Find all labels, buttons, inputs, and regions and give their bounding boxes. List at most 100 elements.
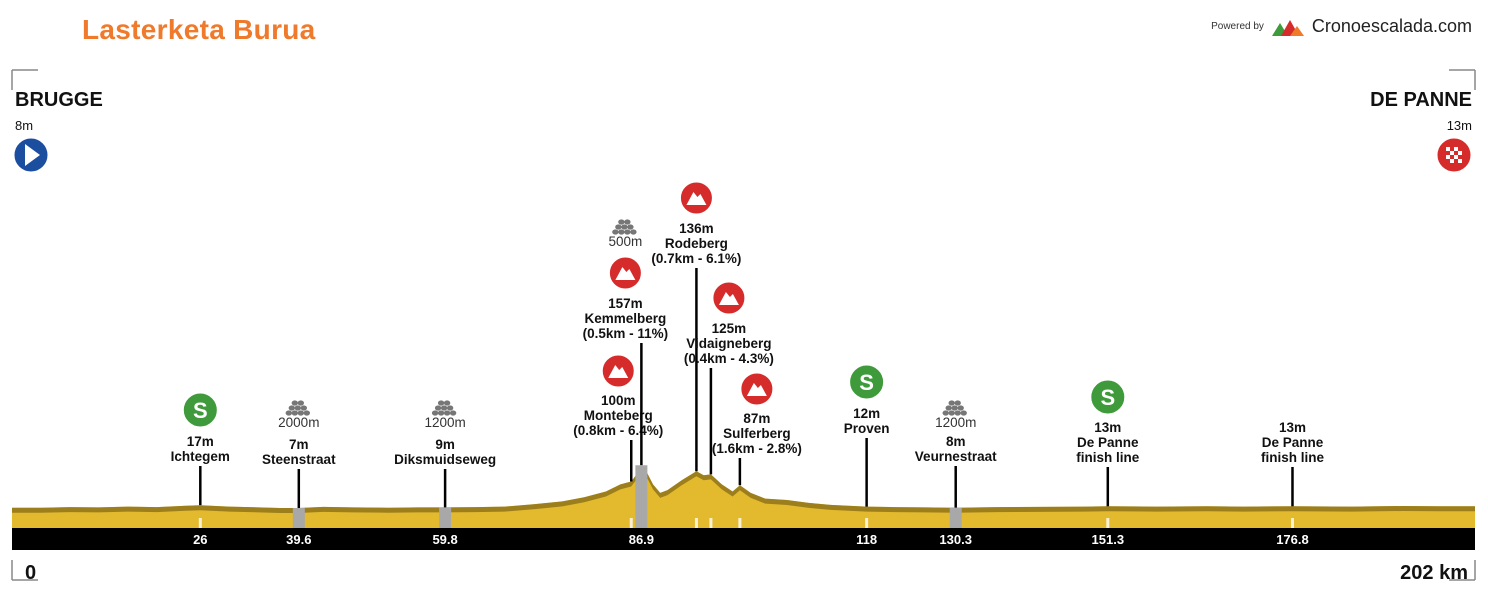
cobble-stone <box>942 410 949 416</box>
km-tick-mark <box>198 518 202 528</box>
checker-square <box>1446 147 1450 151</box>
cobble-stone <box>443 400 451 406</box>
cobble-stone <box>437 410 445 416</box>
km-tick-label: 39.6 <box>286 532 311 547</box>
marker-label: De Panne <box>1262 435 1324 450</box>
marker-altitude: 8m <box>946 434 966 449</box>
cobble-stone <box>618 229 625 235</box>
marker-altitude: 87m <box>743 411 770 426</box>
cobble-stone <box>297 410 305 416</box>
marker-altitude: 100m <box>601 393 636 408</box>
page-title: Lasterketa Burua <box>82 14 316 45</box>
cobblestone-icon <box>285 400 311 416</box>
marker-altitude: 17m <box>187 434 214 449</box>
marker-label: Monteberg <box>584 408 653 423</box>
mountain-glyph <box>686 192 707 205</box>
marker-label: Steenstraat <box>262 452 336 467</box>
checker-square <box>1458 159 1462 163</box>
marker-altitude: 9m <box>435 437 455 452</box>
cobble-stone <box>612 229 619 235</box>
sprint-icon <box>1090 379 1126 415</box>
cobble-stone <box>446 405 454 411</box>
finish-town: DE PANNE <box>1370 89 1472 111</box>
km-tick-label: 151.3 <box>1092 532 1125 547</box>
cobble-stone <box>621 224 628 230</box>
cobble-stone <box>630 229 637 235</box>
marker-label: finish line <box>1261 450 1324 465</box>
marker-layer: S17mIchtegem2000m7mSteenstraat1200m9mDik… <box>171 181 1324 528</box>
cobble-stone <box>291 400 299 406</box>
marker-label: Ichtegem <box>171 449 230 464</box>
cobble-stone <box>449 410 457 416</box>
marker-label: Rodeberg <box>665 236 728 251</box>
marker-label: Proven <box>844 421 890 436</box>
cobble-stone <box>440 405 448 411</box>
cobble-stone <box>300 405 308 411</box>
km-tick-mark <box>1290 518 1294 528</box>
marker-label: De Panne <box>1077 435 1139 450</box>
checker-square <box>1458 151 1462 155</box>
cobble-length: 1200m <box>424 415 465 430</box>
km-axis-bar <box>12 528 1475 550</box>
start-town: BRUGGE <box>15 89 103 111</box>
brand-name: Cronoescalada.com <box>1311 16 1472 36</box>
marker-altitude: 13m <box>1279 420 1306 435</box>
km-tick-mark <box>865 518 869 528</box>
km-tick-mark <box>1106 518 1110 528</box>
checker-square <box>1450 159 1454 163</box>
profile-crest <box>12 465 1475 513</box>
cobble-sector <box>635 465 648 528</box>
cobble-sector <box>949 507 962 528</box>
km-tick-mark <box>738 518 742 528</box>
marker-label: Kemmelberg <box>584 311 666 326</box>
start-altitude: 8m <box>15 118 33 133</box>
cobble-stone <box>434 405 442 411</box>
checker-square <box>1446 155 1450 159</box>
cobble-stone <box>951 405 958 411</box>
sprint-glyph: S <box>859 370 874 395</box>
cobble-stone <box>624 229 631 235</box>
marker-altitude: 136m <box>679 221 714 236</box>
km-tick-label: 59.8 <box>432 532 457 547</box>
cobble-stone <box>443 410 451 416</box>
mountain-glyph <box>746 383 767 396</box>
marker-label: (0.4km - 4.3%) <box>684 351 774 366</box>
marker-label: Sulferberg <box>723 426 791 441</box>
cobble-stone <box>285 410 293 416</box>
marker-label: (1.6km - 2.8%) <box>712 441 802 456</box>
sprint-icon <box>182 392 218 428</box>
cobble-stone <box>945 405 952 411</box>
marker-label: Diksmuidseweg <box>394 452 496 467</box>
marker-altitude: 13m <box>1094 420 1121 435</box>
cobble-stone <box>294 405 302 411</box>
cobble-stone <box>431 410 439 416</box>
km-tick-label: 26 <box>193 532 207 547</box>
cobblestone-icon <box>612 219 637 235</box>
km-tick-label: 118 <box>856 532 877 547</box>
marker-altitude: 125m <box>712 321 747 336</box>
cobble-stone <box>297 400 305 406</box>
mountains-icon <box>1271 19 1304 36</box>
marker-label: (0.8km - 6.4%) <box>573 423 663 438</box>
cobblestone-icon <box>942 400 967 416</box>
powered-by-logo[interactable]: Powered by Cronoescalada.com <box>1211 16 1472 37</box>
cobble-stone <box>627 224 634 230</box>
cobble-sector <box>292 508 305 528</box>
cobblestone-icon <box>431 400 457 416</box>
checker-square <box>1450 151 1454 155</box>
mountain-glyph <box>615 267 636 280</box>
mountain-glyph <box>718 292 739 305</box>
profile-fill <box>12 465 1475 528</box>
checker-square <box>1454 155 1458 159</box>
cobble-stone <box>291 410 299 416</box>
cobble-stone <box>437 400 445 406</box>
marker-label: Vidaigneberg <box>686 336 771 351</box>
